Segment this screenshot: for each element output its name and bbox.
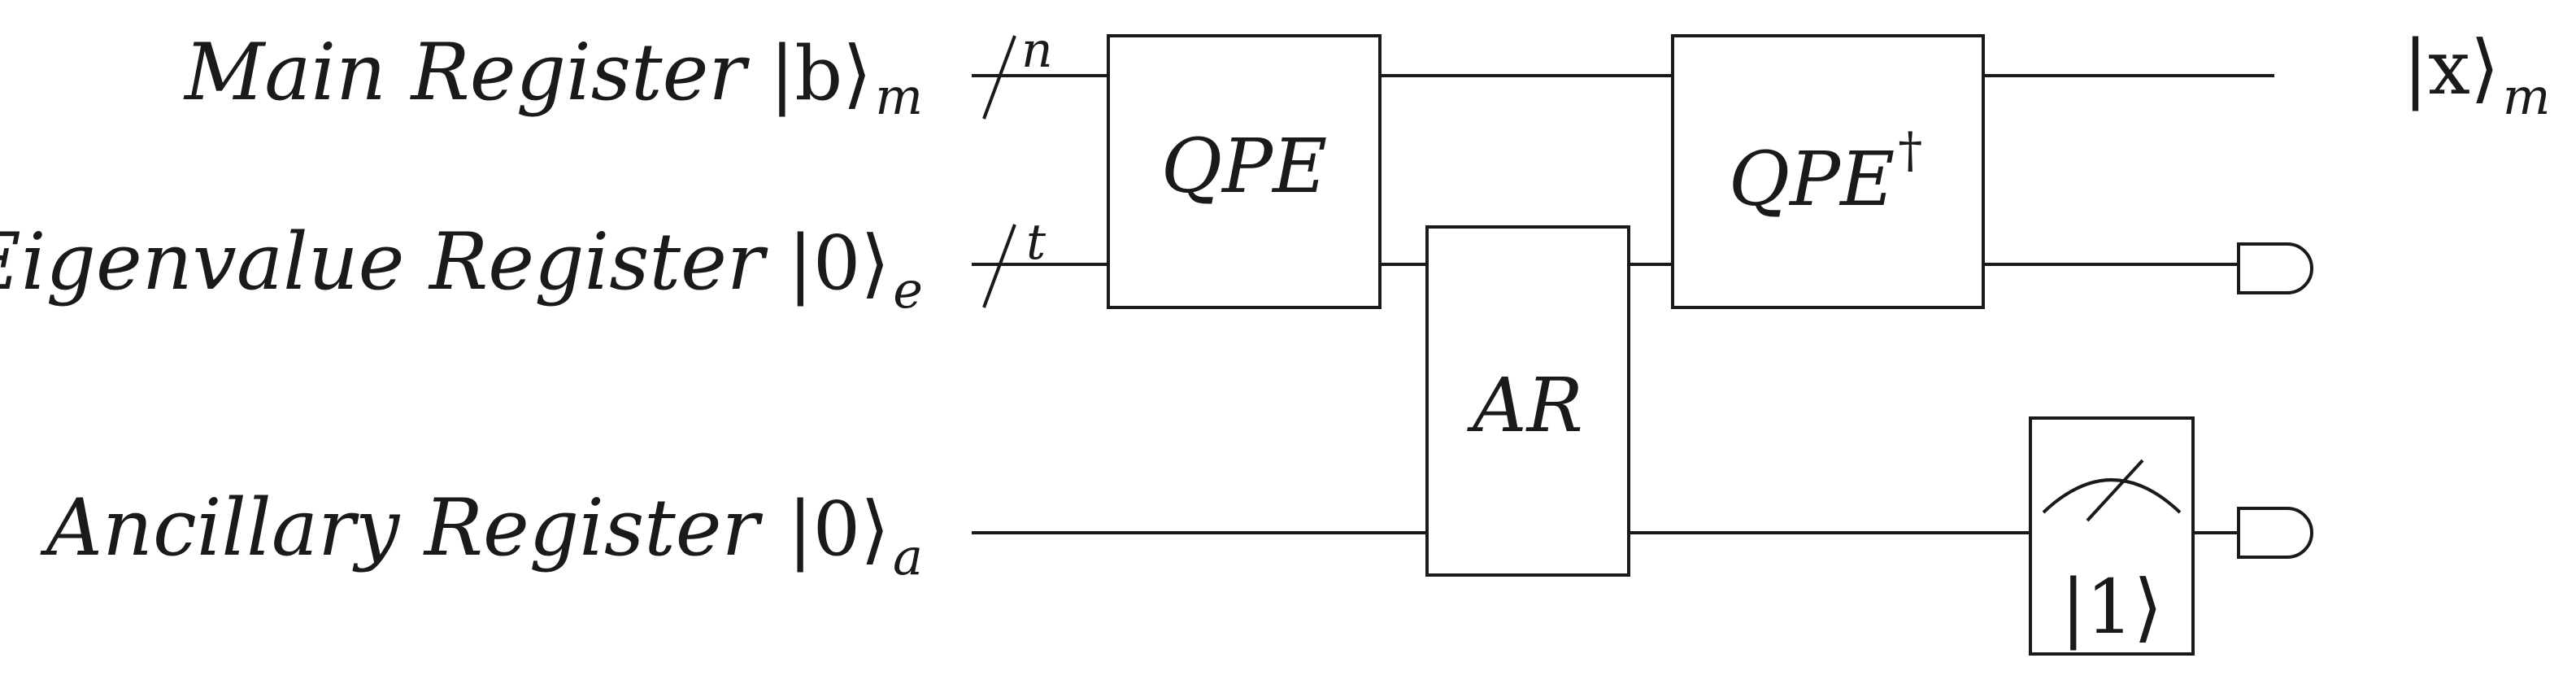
main-register-label: Main Register |b⟩ m	[183, 27, 923, 126]
main-bus-slash: n	[982, 22, 1053, 120]
qpe-dagger-gate-label: QPE	[1729, 136, 1895, 223]
meter-arc-icon	[2042, 478, 2182, 514]
qpe-gate: QPE	[1107, 34, 1382, 309]
svg-text:Ancillary Register: Ancillary Register	[40, 482, 764, 573]
ancillary-register-ket: |0⟩	[788, 486, 890, 573]
eigenvalue-register-name: Eigenvalue Register	[0, 216, 768, 307]
svg-text:Main Register: Main Register	[183, 27, 750, 118]
qpe-dagger-gate: QPE †	[1671, 34, 1985, 309]
ancillary-register-name: Ancillary Register	[40, 482, 764, 573]
qpe-gate-label: QPE	[1161, 123, 1327, 210]
ar-gate: AR	[1425, 225, 1630, 577]
ancilla-discard-icon	[2237, 507, 2313, 559]
meter-needle-icon	[2086, 459, 2144, 522]
qpe-dagger-superscript: †	[1898, 122, 1922, 179]
ar-gate-label: AR	[1466, 362, 1583, 449]
eigenvalue-register-ket: |0⟩	[788, 220, 890, 307]
eigen-bus-slash: t	[982, 214, 1046, 308]
eigenvalue-register-label: Eigenvalue Register |0⟩ e	[0, 216, 923, 320]
main-output-subscript: m	[2503, 67, 2551, 126]
eigen-bus-size: t	[1026, 214, 1046, 271]
measurement-outcome: |1⟩	[2060, 564, 2162, 651]
main-register-ket: |b⟩	[769, 30, 872, 117]
eigenvalue-register-subscript: e	[893, 260, 923, 320]
ancillary-register-subscript: a	[893, 527, 923, 586]
main-bus-size: n	[1021, 22, 1053, 79]
ancillary-register-label: Ancillary Register |0⟩ a	[40, 482, 923, 586]
svg-text:Eigenvalue Register: Eigenvalue Register	[0, 216, 768, 307]
measurement-gate: |1⟩	[2029, 416, 2195, 656]
eigen-discard-icon	[2237, 242, 2313, 294]
main-output-label: |x⟩ m	[2403, 24, 2551, 126]
main-output-ket: |x⟩	[2403, 24, 2500, 111]
main-register-name: Main Register	[183, 27, 750, 118]
main-register-subscript: m	[875, 67, 923, 126]
